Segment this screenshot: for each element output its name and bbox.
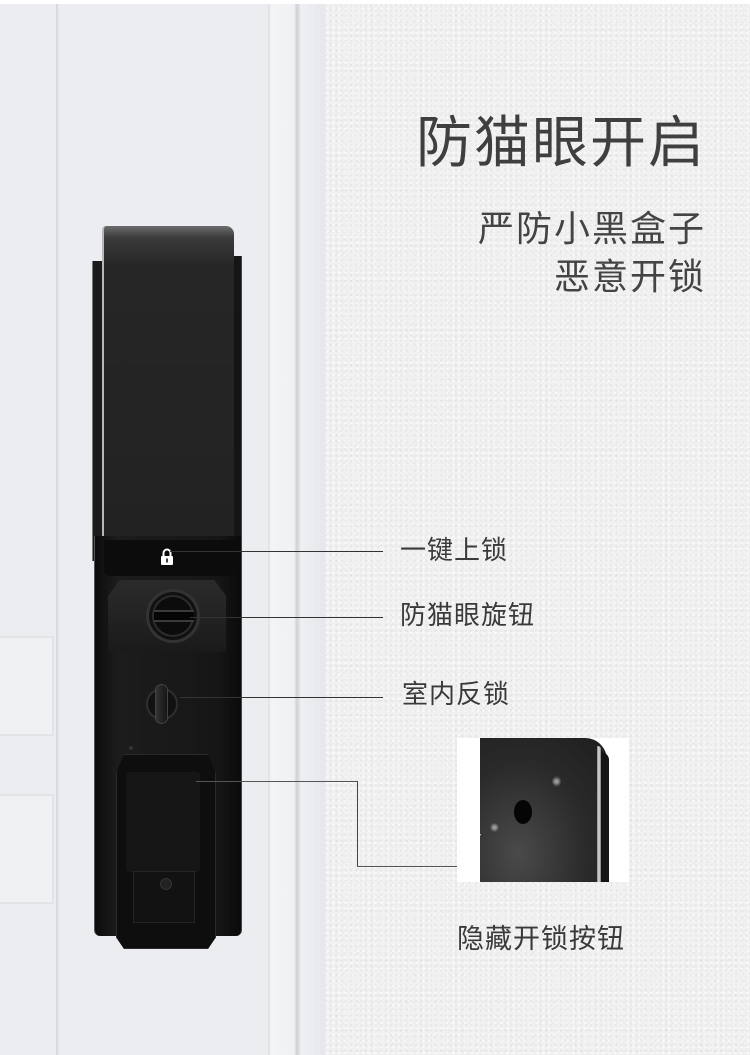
subtitle-line-1: 严防小黑盒子: [477, 209, 706, 250]
knob-grip-icon: [154, 610, 194, 622]
top-strip: [0, 0, 750, 4]
callout-line-hidden-button: [196, 781, 357, 782]
door-panel-edge: [56, 4, 59, 1055]
inset-rim: [601, 752, 609, 882]
indoor-deadlock-thumbturn[interactable]: [155, 684, 168, 724]
label-one-key-lock: 一键上锁: [400, 536, 509, 566]
screw-icon: [160, 878, 172, 890]
hidden-button-hole-icon: [514, 800, 532, 824]
headline-title: 防猫眼开启: [416, 111, 706, 176]
lock-side-right: [232, 256, 242, 556]
callout-line-thumbturn: [180, 697, 383, 698]
screw-icon: [552, 776, 561, 787]
inset-edge-highlight: [597, 746, 601, 882]
door-frame: [268, 4, 325, 1055]
lock-top-cover: [102, 226, 234, 544]
door-panel-block: [0, 794, 54, 904]
callout-line-hidden-button-2: [357, 866, 457, 867]
hidden-button-detail-image: [457, 738, 629, 882]
screw-icon: [490, 822, 499, 833]
sensor-dot-icon: [129, 746, 133, 750]
hidden-unlock-button[interactable]: [126, 772, 200, 872]
door-panel-block: [0, 636, 54, 736]
callout-vline-hidden-button: [357, 781, 358, 866]
callout-line-knob: [190, 617, 383, 618]
label-hidden-unlock-button: 隐藏开锁按钮: [457, 924, 625, 955]
headline-subtitle: 严防小黑盒子 恶意开锁: [478, 206, 706, 302]
inset-plate: [480, 738, 607, 882]
label-anti-peephole-knob: 防猫眼旋钮: [400, 601, 536, 631]
subtitle-line-2: 恶意开锁: [553, 257, 706, 298]
lock-side-left: [92, 261, 104, 561]
smart-lock-product: [92, 226, 244, 949]
handle-lower-pad: [133, 871, 195, 923]
padlock-icon: [161, 548, 173, 565]
callout-line-lock-button: [170, 551, 383, 552]
label-indoor-deadlock: 室内反锁: [402, 680, 511, 710]
